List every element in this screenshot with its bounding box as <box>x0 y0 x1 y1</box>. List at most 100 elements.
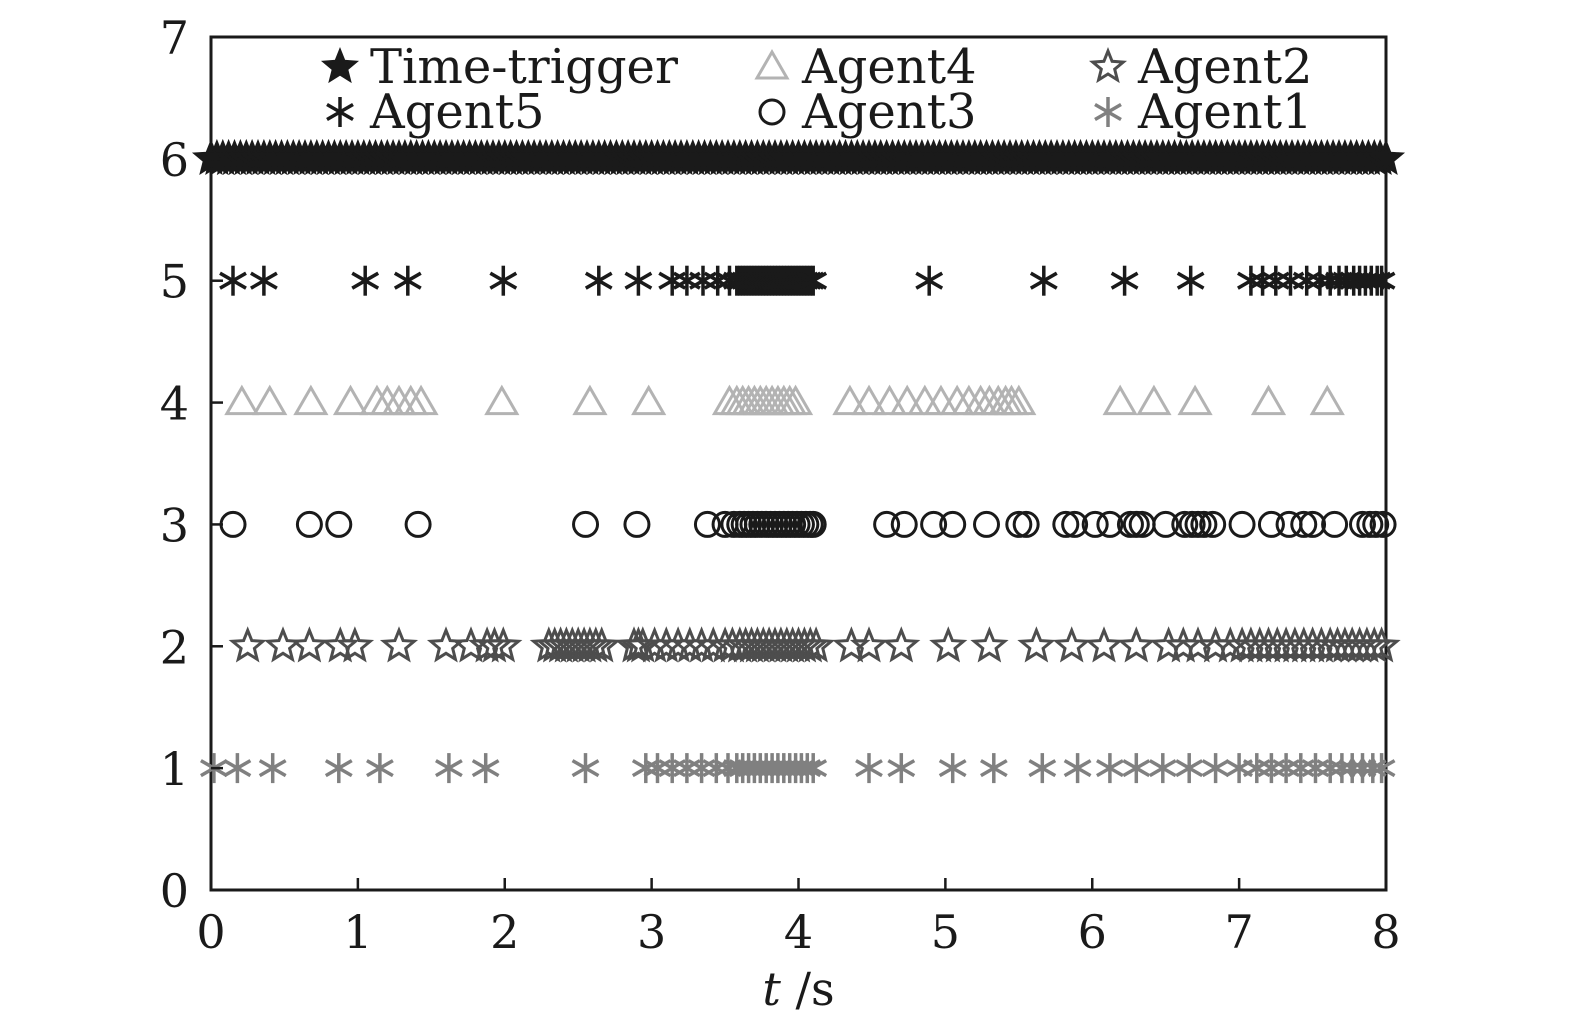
data-point <box>252 384 288 416</box>
data-point <box>970 626 1009 663</box>
data-point <box>484 384 520 416</box>
y-tick-label: 2 <box>160 620 189 674</box>
data-point <box>1084 626 1124 663</box>
data-point <box>293 384 329 416</box>
data-point <box>1316 753 1345 784</box>
x-tick-label: 3 <box>637 905 666 959</box>
data-point <box>295 510 323 538</box>
data-point <box>1005 510 1033 538</box>
series-layer <box>191 138 1406 784</box>
data-point <box>366 753 394 784</box>
data-point <box>1199 510 1227 538</box>
series-agent5 <box>219 265 1396 296</box>
data-point <box>324 753 353 784</box>
data-point <box>1367 753 1396 784</box>
data-point <box>1096 510 1124 538</box>
data-point <box>777 384 814 416</box>
data-point <box>572 510 600 538</box>
legend-marker <box>1094 97 1122 127</box>
data-point <box>787 753 816 784</box>
data-point <box>793 753 822 784</box>
series-agent1 <box>200 753 1396 784</box>
series-agent3 <box>219 510 1397 538</box>
data-point <box>887 753 916 784</box>
x-tick-label: 2 <box>490 905 519 959</box>
data-point <box>939 510 967 538</box>
data-point <box>571 753 600 784</box>
data-point <box>1122 753 1151 784</box>
data-point <box>624 265 653 296</box>
data-point <box>1052 510 1080 538</box>
plot-area <box>209 35 1388 892</box>
data-point <box>471 753 500 784</box>
data-point <box>1081 510 1109 538</box>
data-point <box>1367 265 1396 296</box>
legend-item: Agent3 <box>758 84 977 140</box>
y-tick-label: 5 <box>160 255 189 309</box>
x-axis-label-symbol: t <box>762 962 781 1016</box>
data-point <box>882 626 921 663</box>
legend-label: Agent2 <box>1137 39 1313 95</box>
data-point <box>219 265 247 296</box>
data-point <box>1201 753 1230 784</box>
data-point <box>871 384 908 416</box>
data-point <box>325 510 353 538</box>
data-point <box>1052 626 1091 663</box>
y-tick-label: 6 <box>160 133 189 187</box>
data-point <box>393 265 422 296</box>
data-point <box>1228 510 1256 538</box>
data-point <box>631 384 667 416</box>
data-point <box>851 384 887 416</box>
y-tick-label: 1 <box>160 742 189 796</box>
data-point <box>1349 510 1376 538</box>
data-point <box>1362 626 1401 663</box>
data-point <box>223 753 252 784</box>
legend-item: Agent2 <box>1088 39 1313 95</box>
data-point <box>1366 138 1406 176</box>
data-point <box>1012 510 1040 538</box>
data-point <box>1061 510 1089 538</box>
legend-marker <box>320 46 360 84</box>
series-agent4 <box>224 384 1345 416</box>
legend-marker <box>758 98 786 126</box>
data-point <box>1363 265 1392 296</box>
legend-item: Agent4 <box>754 39 977 95</box>
data-point <box>1148 753 1177 784</box>
y-tick-label: 0 <box>160 864 189 918</box>
data-point <box>938 753 967 784</box>
data-point <box>849 626 889 663</box>
data-point <box>797 626 836 663</box>
legend-label: Agent1 <box>1137 84 1313 140</box>
data-point <box>889 384 925 416</box>
data-point <box>403 384 439 416</box>
data-point <box>1290 510 1318 538</box>
data-point <box>224 384 260 416</box>
data-point <box>890 510 918 538</box>
data-point <box>915 265 944 296</box>
data-point <box>1369 510 1397 538</box>
data-point <box>335 626 375 663</box>
axes-frame <box>209 35 1388 892</box>
data-point <box>1190 510 1218 538</box>
data-point <box>855 753 883 784</box>
data-point <box>929 626 968 663</box>
legend-label: Agent4 <box>801 39 977 95</box>
data-point <box>1171 510 1199 538</box>
data-point <box>1250 384 1287 416</box>
data-point <box>584 265 613 296</box>
data-point <box>1309 384 1345 416</box>
data-point <box>1248 265 1277 296</box>
data-point <box>1237 265 1265 296</box>
data-point <box>404 510 432 538</box>
x-tick-label: 8 <box>1371 905 1400 959</box>
data-point <box>1136 384 1172 416</box>
legend-label: Agent3 <box>801 84 977 140</box>
x-tick-label: 4 <box>784 905 813 959</box>
data-point <box>973 510 1000 538</box>
data-point <box>1063 753 1092 784</box>
data-point <box>290 626 329 663</box>
data-point <box>1096 753 1124 784</box>
